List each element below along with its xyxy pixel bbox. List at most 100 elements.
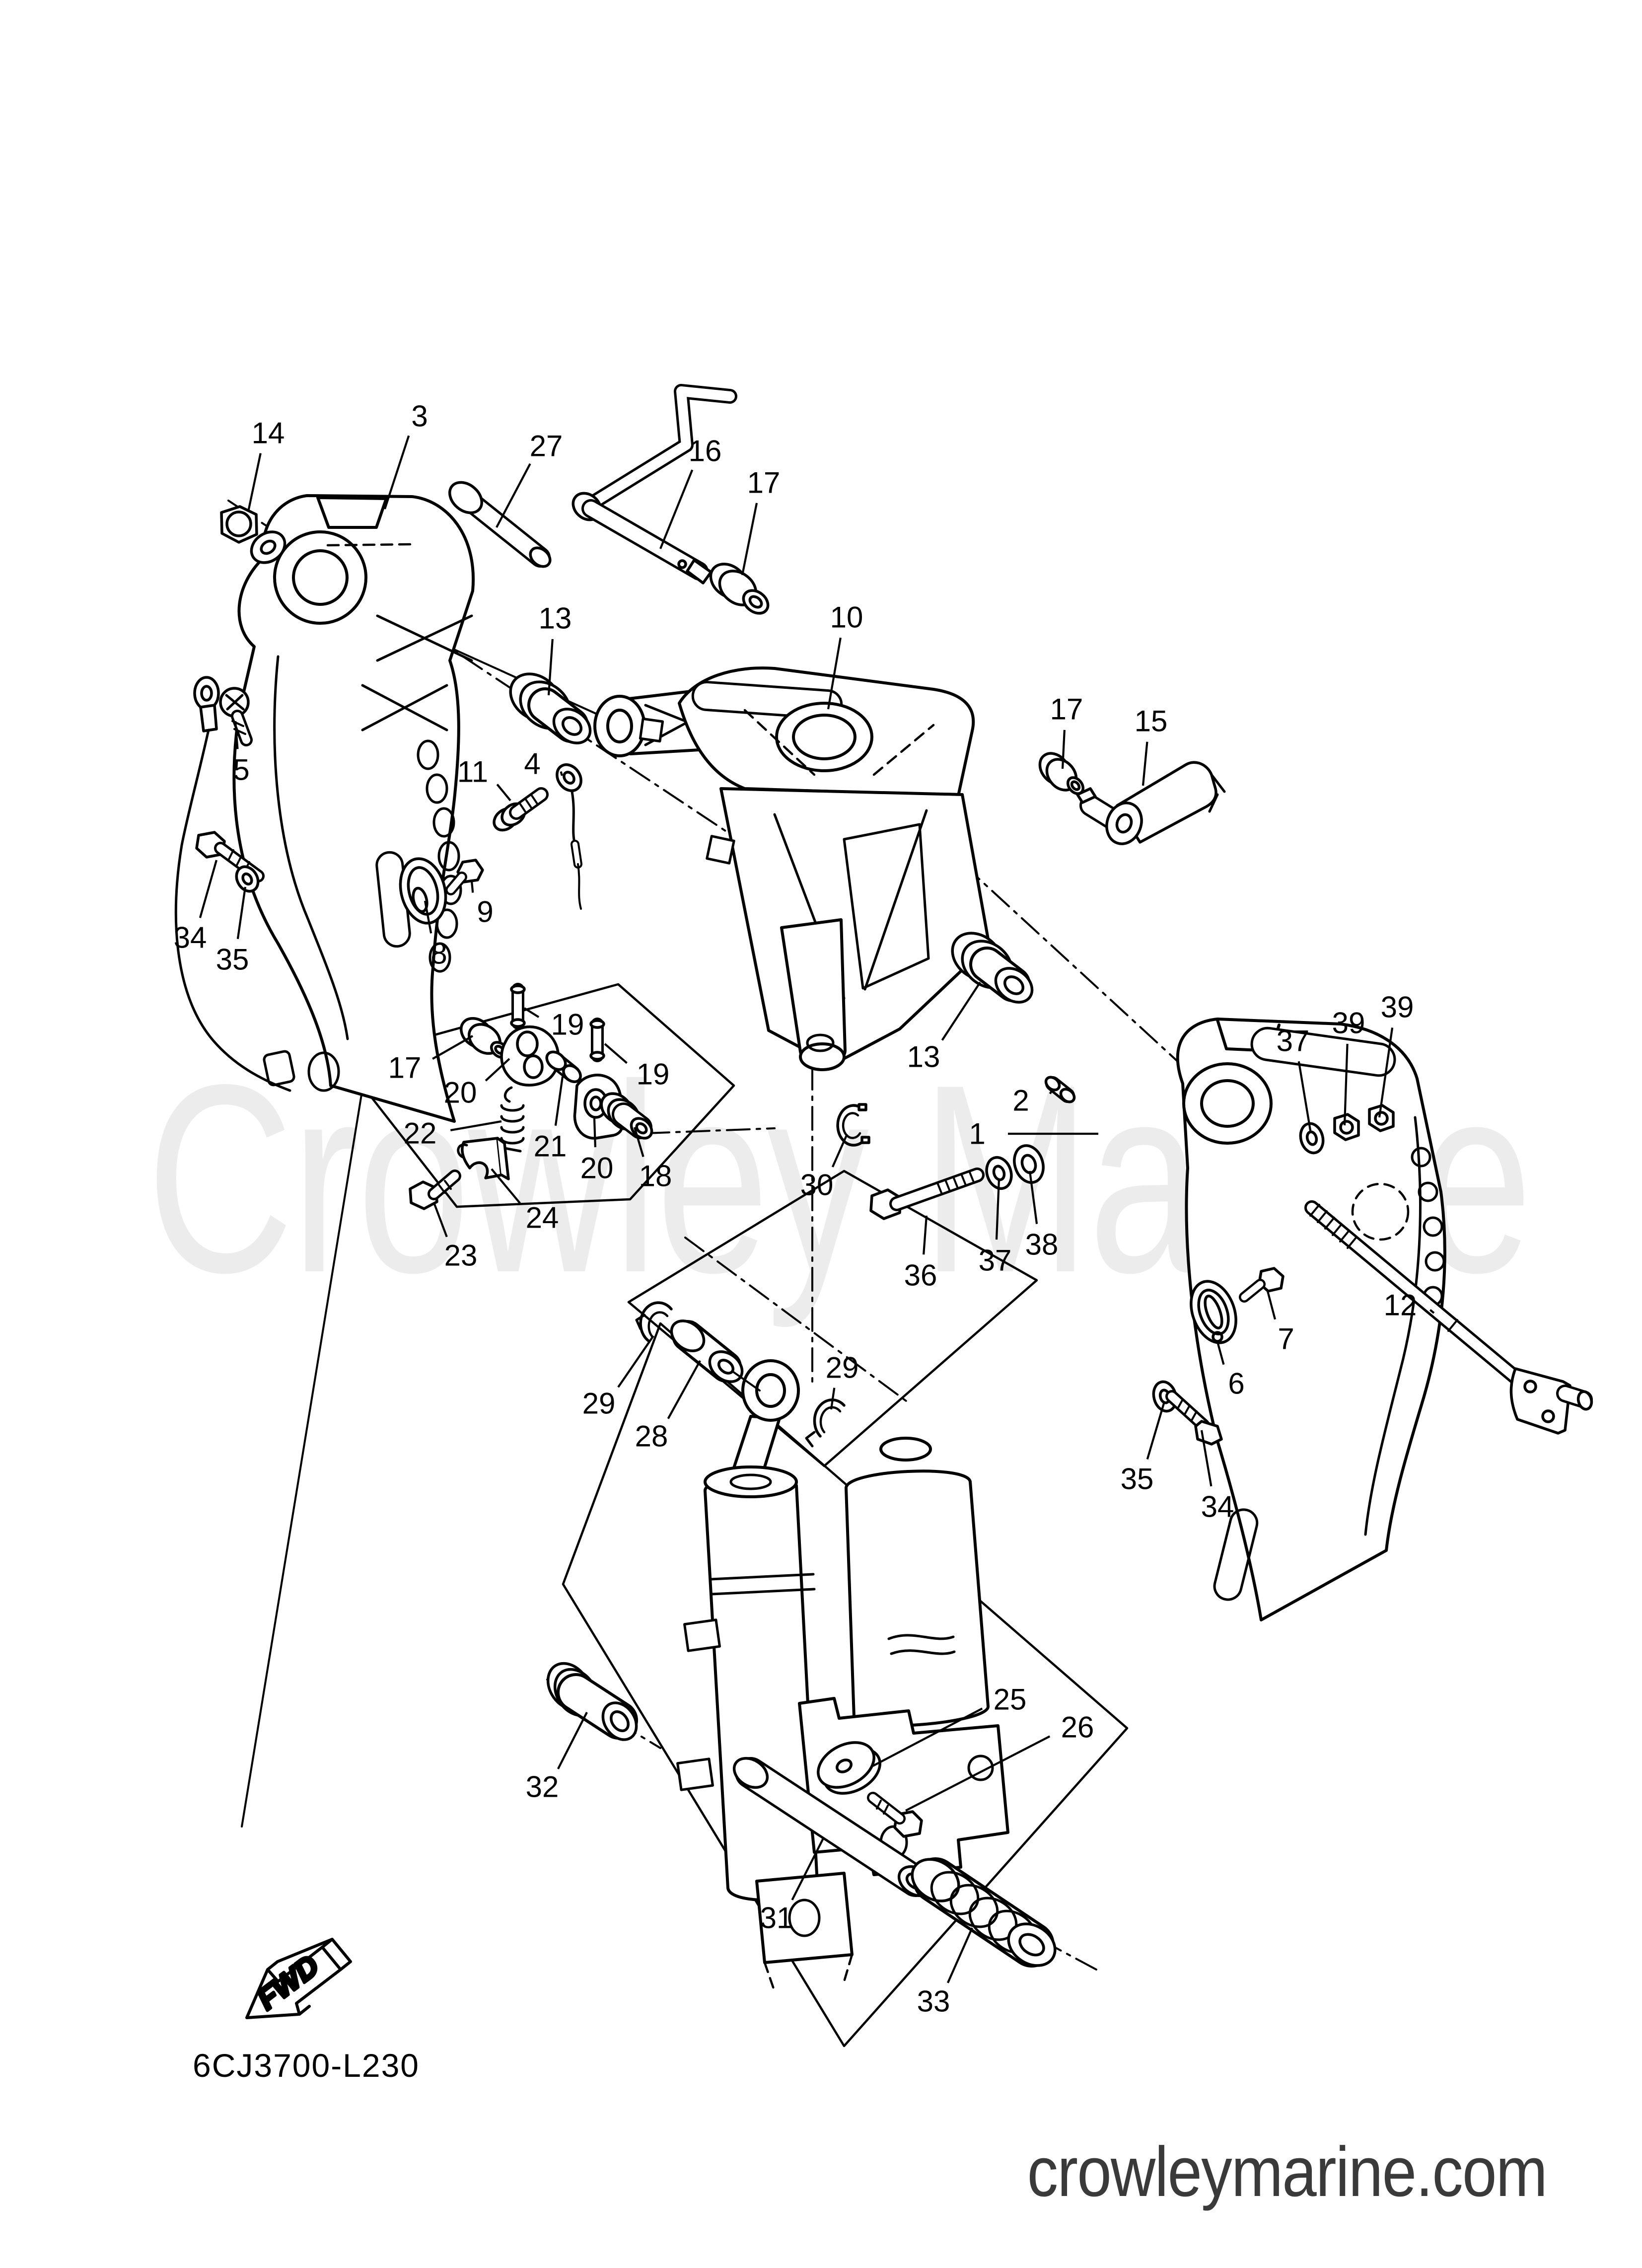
- site-watermark-footer: crowleymarine.com: [1027, 2132, 1548, 2211]
- leader-line-37: [995, 1178, 1000, 1240]
- callout-13: 13: [907, 1040, 940, 1074]
- callout-1: 1: [969, 1117, 985, 1151]
- callout-25: 25: [994, 1683, 1027, 1716]
- callout-32: 32: [526, 1770, 559, 1804]
- callout-37: 37: [979, 1244, 1012, 1277]
- sleeve-33: [911, 1857, 1057, 1968]
- nut-39-a: [1333, 1113, 1360, 1141]
- leader-line-15: [1142, 741, 1148, 786]
- leader-line-23: [433, 1202, 448, 1238]
- callout-26: 26: [1061, 1711, 1094, 1744]
- leader-line-17: [432, 1035, 474, 1060]
- leader-line-29: [617, 1335, 654, 1388]
- bolt-11: [493, 787, 549, 832]
- circlip-30: [836, 1103, 870, 1147]
- leader-line-16: [659, 469, 694, 549]
- leader-line-31: [791, 1838, 824, 1901]
- nut-14: [220, 505, 286, 564]
- pin-19-b: [589, 1018, 605, 1062]
- callout-38: 38: [1025, 1228, 1059, 1261]
- roller-21: [545, 1050, 582, 1084]
- leader-line-20: [485, 1058, 510, 1082]
- leader-line-5: [234, 721, 239, 749]
- callout-37: 37: [1277, 1024, 1310, 1058]
- callout-39: 39: [1332, 1007, 1365, 1040]
- callout-8: 8: [430, 937, 447, 970]
- callout-29: 29: [582, 1387, 616, 1420]
- bushing-17-right: [1038, 752, 1085, 795]
- callout-15: 15: [1135, 705, 1168, 738]
- leader-line-19: [523, 1007, 540, 1018]
- callout-20: 20: [444, 1076, 477, 1109]
- leader-line-6: [1216, 1341, 1225, 1365]
- leader-line-34: [199, 860, 218, 918]
- callout-33: 33: [917, 1985, 950, 2018]
- screw-7: [1239, 1267, 1285, 1303]
- callout-4: 4: [524, 747, 540, 781]
- callout-24: 24: [526, 1201, 559, 1235]
- callout-3: 3: [411, 400, 428, 433]
- bushing-32: [546, 1662, 638, 1741]
- callout-13: 13: [539, 602, 572, 635]
- small-parts: [174, 384, 1593, 1968]
- leader-line-30: [831, 1134, 848, 1168]
- leader-line-13: [941, 981, 981, 1041]
- leader-line-19: [604, 1043, 628, 1064]
- callout-6: 6: [1228, 1367, 1244, 1400]
- leader-line-32: [557, 1712, 588, 1769]
- callout-39: 39: [1381, 991, 1414, 1024]
- washer-37-left: [985, 1156, 1013, 1190]
- leader-line-26: [905, 1735, 1051, 1812]
- leader-line-38: [1028, 1171, 1038, 1224]
- leader-line-4: [560, 771, 564, 776]
- callout-7: 7: [1278, 1322, 1294, 1356]
- callout-21: 21: [534, 1130, 567, 1163]
- screw-9: [445, 859, 484, 895]
- callout-19: 19: [551, 1008, 584, 1041]
- bushing-28: [670, 1319, 761, 1391]
- bushing-13-right: [951, 932, 1034, 1004]
- leader-line-39: [1378, 1027, 1394, 1118]
- washer-35-left: [235, 865, 260, 893]
- leader-line-11: [496, 784, 511, 802]
- callout-31: 31: [760, 1902, 793, 1935]
- callout-11: 11: [457, 755, 488, 789]
- leader-line-28: [667, 1360, 701, 1419]
- bolt-12: [1304, 1200, 1593, 1435]
- callout-34: 34: [174, 921, 207, 954]
- leader-line-37: [1297, 1061, 1312, 1134]
- callout-29: 29: [826, 1351, 859, 1385]
- callout-35: 35: [1121, 1463, 1154, 1496]
- leader-line-13: [547, 639, 554, 696]
- leader-line-8: [424, 900, 432, 934]
- leader-line-39: [1343, 1043, 1349, 1126]
- washer-37-right: [1299, 1122, 1325, 1155]
- callout-17: 17: [1050, 693, 1083, 726]
- callout-20: 20: [580, 1152, 614, 1185]
- cam-20-a: [500, 1025, 560, 1087]
- lever-15: [1076, 761, 1226, 845]
- leader-line-3: [384, 435, 410, 510]
- leader-line-27: [496, 463, 531, 528]
- clip-29-left: [635, 1301, 673, 1342]
- callout-9: 9: [477, 895, 493, 929]
- leader-line-29: [830, 1388, 836, 1410]
- leader-line-2: [1049, 1089, 1054, 1095]
- leader-line-34: [1200, 1430, 1213, 1487]
- callout-35: 35: [216, 943, 249, 976]
- mount-25: [817, 1741, 881, 1795]
- callout-28: 28: [635, 1420, 668, 1453]
- bushing-17-top: [709, 563, 770, 615]
- screw-5-lead-wire: [174, 676, 291, 1092]
- bolt-26: [867, 1792, 923, 1838]
- callout-10: 10: [830, 601, 863, 634]
- leader-line-7: [1266, 1289, 1277, 1320]
- grommet-8: [399, 857, 447, 925]
- callout-18: 18: [639, 1160, 672, 1193]
- diagram-code: 6CJ3700-L230: [193, 2047, 420, 2084]
- pin-27: [448, 481, 552, 568]
- fwd-arrow: FWD: [245, 1938, 352, 2019]
- leader-line-21: [554, 1076, 564, 1126]
